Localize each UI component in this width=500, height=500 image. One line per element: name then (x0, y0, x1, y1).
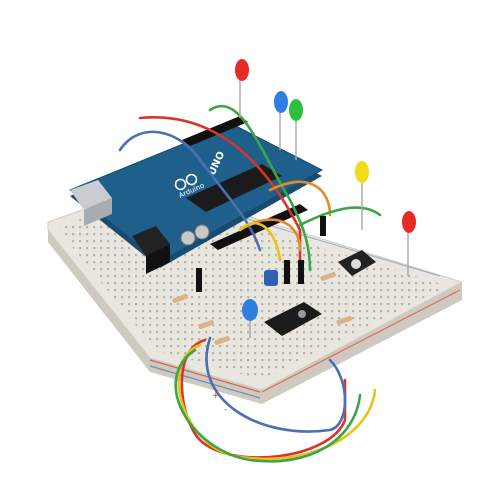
capacitor-icon (194, 224, 210, 240)
leds (235, 59, 416, 338)
potentiometer-icon (338, 250, 376, 276)
wire-green-bottom (174, 348, 362, 463)
led-icon (402, 211, 416, 276)
wire-blue-bottom (205, 336, 347, 433)
wire-green-2 (298, 206, 382, 227)
resistor-icon (172, 271, 352, 345)
jumper-wires (118, 104, 382, 463)
transistor-icon (264, 270, 278, 286)
led-icon (235, 59, 249, 118)
header-pins (196, 216, 326, 292)
svg-text:-: - (224, 405, 227, 415)
arduino-logo-icon (174, 173, 198, 191)
svg-text:+: + (212, 391, 220, 401)
wire-red (138, 115, 302, 272)
wire-orange-2 (268, 180, 332, 217)
wire-red-bottom (180, 338, 347, 459)
arduino-board: Arduino UNO (69, 116, 324, 274)
voltage-regulator (264, 302, 322, 336)
led-icon (274, 91, 288, 150)
power-jack-icon (132, 226, 170, 274)
wire-green (208, 104, 312, 272)
usb-port-icon (70, 180, 112, 226)
capacitor-icon (180, 230, 196, 246)
led-icon (355, 161, 369, 230)
led-icon (242, 299, 258, 338)
wire-yellow (238, 222, 282, 262)
microcontroller-chip (186, 164, 282, 212)
components (172, 216, 376, 345)
digital-header (182, 116, 248, 146)
analog-header (210, 204, 308, 250)
led-icon (289, 99, 303, 160)
